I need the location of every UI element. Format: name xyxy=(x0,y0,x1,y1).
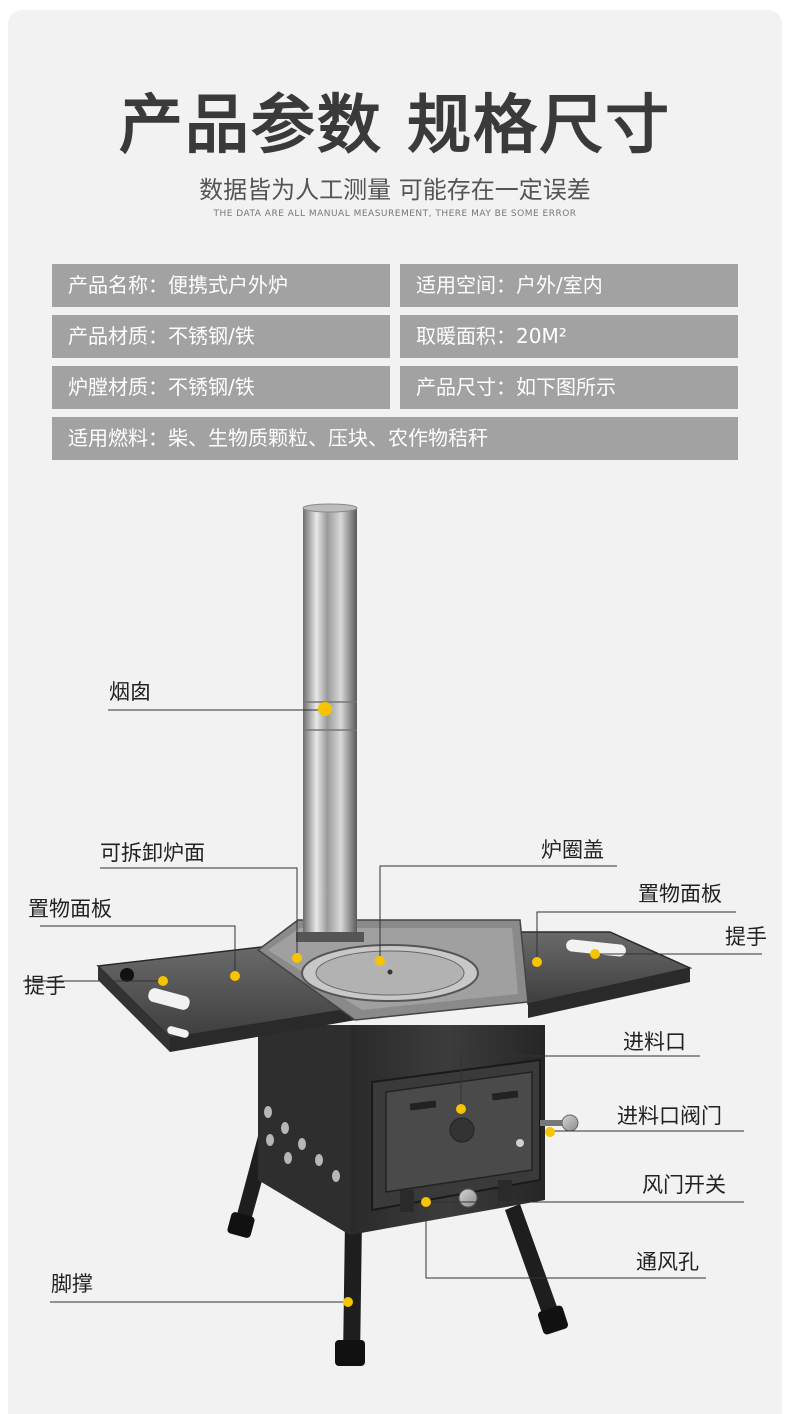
spec-chamber-material: 炉膛材质：不锈钢/铁 xyxy=(52,366,390,409)
spec-label: 取暖面积： xyxy=(416,324,516,348)
spec-value: 户外/室内 xyxy=(516,273,603,297)
spec-material: 产品材质：不锈钢/铁 xyxy=(52,315,390,358)
page-subtitle: 数据皆为人工测量 可能存在一定误差 xyxy=(199,176,591,204)
stove-top xyxy=(256,919,529,1021)
spec-label: 产品材质： xyxy=(68,324,168,348)
page-title: 产品参数 规格尺寸 xyxy=(118,89,672,163)
spec-value: 不锈钢/铁 xyxy=(168,324,255,348)
spec-label: 产品尺寸： xyxy=(416,375,516,399)
callout-feed-valve: 进料口阀门 xyxy=(617,1104,722,1128)
callout-feed-port: 进料口 xyxy=(623,1030,686,1054)
spec-label: 产品名称： xyxy=(68,273,168,297)
callout-removable-top: 可拆卸炉面 xyxy=(100,841,205,865)
callout-shelf-right: 置物面板 xyxy=(638,882,722,906)
spec-value: 20M² xyxy=(516,324,567,348)
markers xyxy=(158,702,600,1307)
callout-damper-switch: 风门开关 xyxy=(642,1173,726,1197)
callout-legs: 脚撑 xyxy=(51,1272,93,1296)
spec-heating-area: 取暖面积：20M² xyxy=(400,315,738,358)
callout-vent-holes: 通风孔 xyxy=(636,1250,699,1274)
stove-illustration xyxy=(23,503,762,1366)
spec-value: 不锈钢/铁 xyxy=(168,375,255,399)
callout-handle-right: 提手 xyxy=(725,925,767,949)
callout-ring-cover: 炉圈盖 xyxy=(541,838,604,862)
callout-shelf-left: 置物面板 xyxy=(28,897,112,921)
callout-handle-left: 提手 xyxy=(24,974,66,998)
spec-label: 适用空间： xyxy=(416,273,516,297)
leader-lines xyxy=(23,709,762,1303)
spec-fuel: 适用燃料：柴、生物质颗粒、压块、农作物秸秆 xyxy=(52,417,738,460)
spec-value: 如下图所示 xyxy=(516,375,616,399)
spec-value: 柴、生物质颗粒、压块、农作物秸秆 xyxy=(168,426,488,450)
spec-label: 炉膛材质： xyxy=(68,375,168,399)
spec-product-name: 产品名称：便携式户外炉 xyxy=(52,264,390,307)
spec-size: 产品尺寸：如下图所示 xyxy=(400,366,738,409)
shelf-right xyxy=(519,931,693,1018)
spec-space: 适用空间：户外/室内 xyxy=(400,264,738,307)
spec-value: 便携式户外炉 xyxy=(168,273,288,297)
callout-chimney: 烟囱 xyxy=(109,680,151,704)
chimney xyxy=(296,503,364,942)
page-subtitle-en: THE DATA ARE ALL MANUAL MEASUREMENT, THE… xyxy=(213,209,577,219)
spec-label: 适用燃料： xyxy=(68,426,168,450)
feed-door xyxy=(371,1058,579,1212)
